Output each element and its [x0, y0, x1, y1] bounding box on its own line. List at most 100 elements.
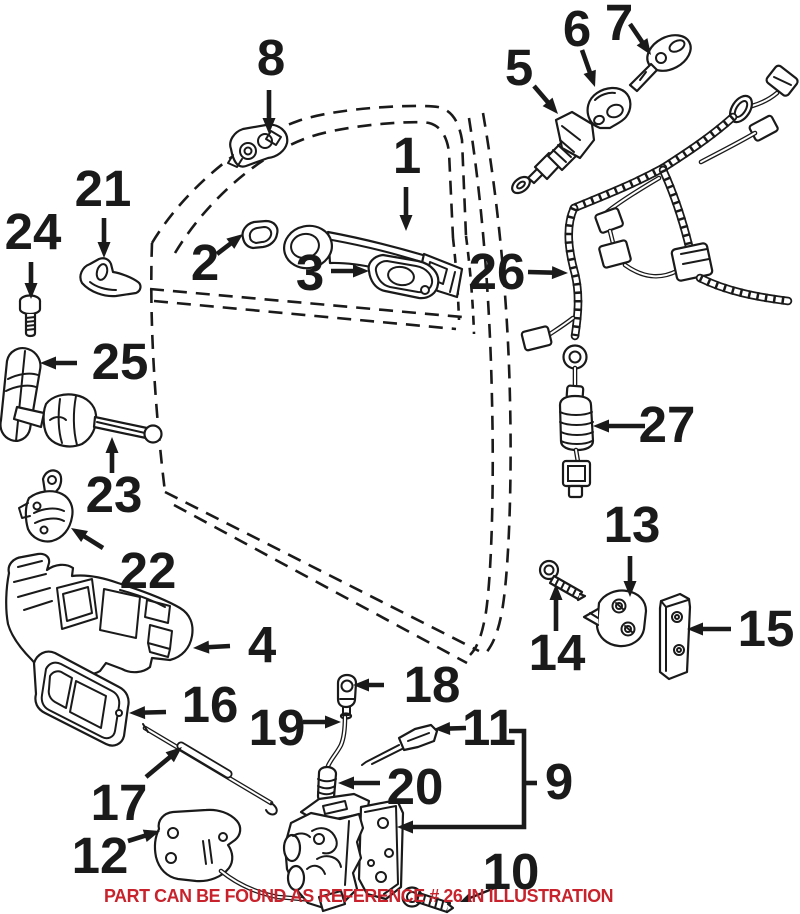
- callout-11-label: 11: [462, 699, 516, 756]
- part-12-bracket-shape: [165, 852, 177, 864]
- callout-9-arrow-0: [411, 728, 527, 830]
- callout-24: 24: [5, 203, 62, 299]
- callout-26-arrowhead: [551, 266, 568, 280]
- part-3-handle-trim: [367, 253, 440, 300]
- callout-4-arrowhead: [193, 640, 210, 654]
- part-7-remote-key-shape: [668, 39, 686, 53]
- callout-21-arrowhead: [97, 242, 111, 258]
- door-outline: [149, 104, 512, 665]
- part-15-shim-plate: [658, 592, 692, 681]
- part-15-shim-plate-shape: [674, 614, 680, 620]
- callout-26-arrow-0: [527, 269, 555, 275]
- callout-1: 1: [393, 127, 421, 231]
- part-22-hinge-shape: [47, 475, 57, 485]
- callout-10-arrow-0: [467, 885, 498, 900]
- part-9-lock-actuator-shape: [286, 864, 306, 892]
- part-14-screw-shape: [543, 564, 555, 576]
- part-15-shim-plate-shape: [676, 647, 682, 653]
- part-26-wiring-harness-shape: [549, 317, 574, 335]
- part-14-screw-shape: [554, 579, 577, 596]
- part-9-lock-actuator-shape: [357, 798, 405, 901]
- part-25-door-pad: [0, 347, 42, 442]
- callout-7-arrow-0: [628, 22, 646, 45]
- part-4-handle-carrier: [5, 552, 194, 676]
- callout-10-label: 10: [483, 843, 540, 900]
- callout-2-label: 2: [191, 234, 219, 291]
- part-12-bracket-shape: [218, 832, 228, 842]
- callout-15-arrowhead: [687, 622, 703, 636]
- part-10-screw: [401, 886, 455, 914]
- callout-11-arrowhead: [434, 722, 451, 735]
- callout-4: 4: [193, 616, 277, 673]
- part-8-transmitter: [227, 123, 289, 168]
- callout-20: 20: [338, 758, 443, 815]
- door-outline-shape: [164, 490, 480, 653]
- part-10-screw-shape: [445, 902, 455, 914]
- callout-22-arrow-0: [81, 533, 105, 550]
- part-2-handle-gasket-shape: [241, 219, 279, 250]
- part-7-remote-key: [628, 34, 692, 93]
- part-9-lock-actuator-shape: [375, 871, 387, 883]
- part-12-bracket-shape: [167, 827, 179, 839]
- callout-2-arrowhead: [226, 234, 243, 249]
- part-17-rod: [142, 723, 278, 816]
- part-26-wiring-harness-shape: [660, 113, 736, 172]
- door-outline-shape: [467, 117, 495, 656]
- part-1-exterior-handle-shape: [290, 232, 320, 260]
- part-26-wiring-harness: [520, 64, 799, 401]
- part-13-striker-shape: [582, 607, 600, 627]
- part-9-lock-actuator-shape: [292, 820, 350, 886]
- part-6-key-shape: [594, 91, 616, 101]
- callout-16-arrowhead: [129, 706, 146, 720]
- part-26-wiring-harness-shape: [568, 350, 582, 364]
- part-16-handle-bezel-shape: [115, 709, 123, 717]
- part-17-rod-shape: [178, 743, 231, 777]
- door-outline-shape: [149, 287, 463, 319]
- callout-26: 26: [469, 243, 568, 300]
- part-13-striker-shape: [589, 612, 599, 619]
- door-outline-shape: [153, 299, 457, 331]
- door-outline-shape: [173, 503, 468, 665]
- callout-8-arrowhead: [262, 118, 276, 134]
- callout-4-label: 4: [248, 616, 277, 673]
- callout-13: 13: [604, 496, 660, 597]
- callout-17-arrowhead: [165, 747, 182, 763]
- part-26-wiring-harness-shape: [698, 274, 789, 306]
- harness-connector-d: [594, 207, 624, 234]
- part-8-transmitter-shape: [257, 133, 273, 149]
- callout-6-arrowhead: [583, 69, 596, 87]
- callout-15: 15: [687, 600, 794, 657]
- part-26-wiring-harness-shape: [609, 230, 614, 244]
- harness-connector-h: [520, 325, 553, 352]
- part-7-remote-key-shape: [628, 62, 659, 93]
- part-16-handle-bezel-shape: [32, 650, 130, 747]
- part-14-screw-shape: [576, 592, 587, 602]
- callout-19: 19: [249, 699, 341, 756]
- part-12-bracket-shape: [220, 870, 327, 902]
- part-26-wiring-harness-shape: [660, 167, 692, 249]
- part-3-handle-trim-shape: [420, 285, 430, 295]
- part-13-striker-shape: [595, 589, 648, 648]
- part-4-handle-carrier-shape: [56, 578, 98, 630]
- part-3-handle-trim-shape: [374, 260, 434, 294]
- callout-27: 27: [593, 396, 695, 453]
- part-21-clip-bracket-shape: [89, 281, 117, 291]
- callout-20-arrowhead: [338, 776, 354, 790]
- part-22-hinge-shape: [18, 502, 65, 524]
- part-24-bolt: [18, 294, 42, 338]
- part-12-bracket-shape: [153, 808, 242, 883]
- part-8-transmitter-shape: [243, 146, 253, 156]
- part-18-lock-button: [336, 673, 358, 720]
- part-21-clip-bracket-shape: [95, 263, 109, 281]
- callout-8-label: 8: [257, 29, 285, 86]
- part-9-lock-actuator-shape: [367, 859, 375, 867]
- part-26-wiring-harness-shape: [751, 92, 778, 107]
- part-14-screw: [538, 559, 587, 602]
- callout-11: 11: [434, 699, 516, 756]
- part-4-handle-carrier-shape: [144, 599, 173, 658]
- callout-3-arrowhead: [353, 264, 369, 278]
- callout-10-arrowhead: [460, 893, 472, 903]
- callout-18-arrowhead: [353, 678, 369, 692]
